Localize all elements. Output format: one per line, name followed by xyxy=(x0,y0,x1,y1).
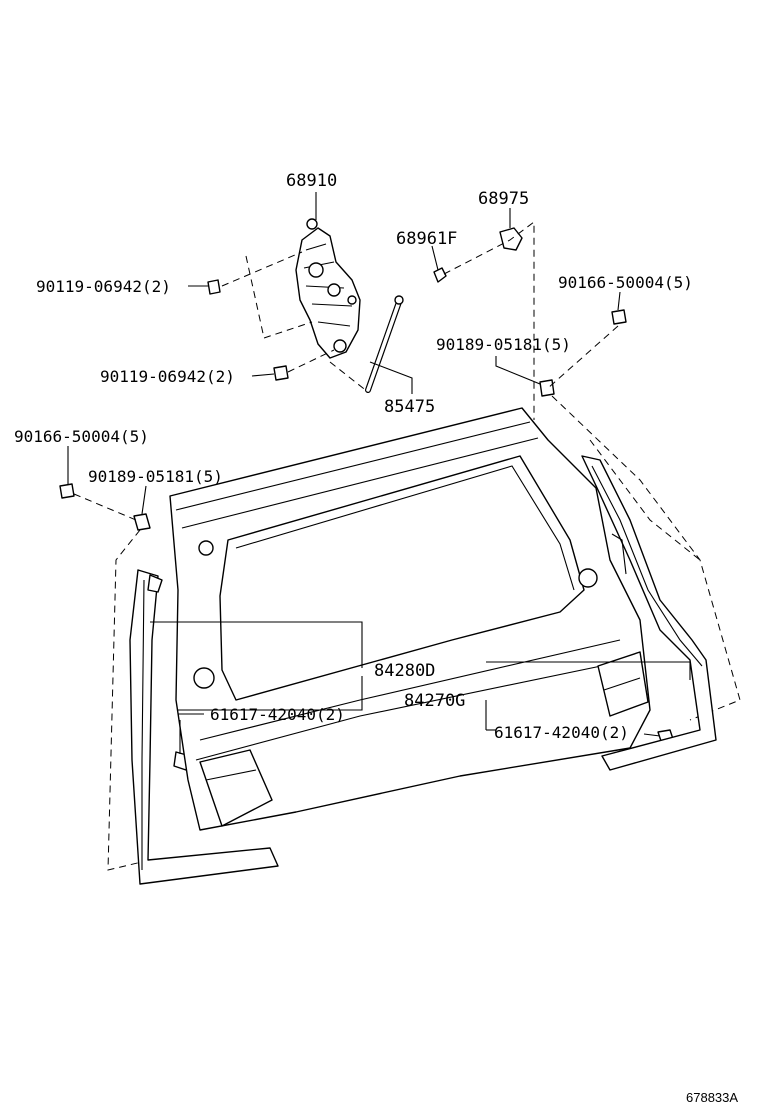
label-bolt-lower-left: 90119-06942(2) xyxy=(100,367,235,386)
label-clip-left: 90189-05181(5) xyxy=(88,467,223,486)
label-stay-bolt: 68961F xyxy=(396,229,457,249)
label-lock-assembly: 68910 xyxy=(286,171,337,191)
reference-code: 678833A xyxy=(686,1090,738,1105)
lock-assembly-68910 xyxy=(295,218,361,359)
strut-rod-85475 xyxy=(365,295,404,393)
label-trim-right: 84270G xyxy=(404,691,465,711)
side-trim-right-84280D xyxy=(581,455,717,771)
label-strut-rod: 85475 xyxy=(384,397,435,417)
label-fastener-left: 61617-42040(2) xyxy=(210,705,345,724)
label-damper-stay: 68975 xyxy=(478,189,529,209)
label-bolt-upper-left: 90119-06942(2) xyxy=(36,277,171,296)
label-screw-left: 90166-50004(5) xyxy=(14,427,149,446)
label-trim-left: 84280D xyxy=(374,661,435,681)
label-fastener-right: 61617-42040(2) xyxy=(494,723,629,742)
leader-lines xyxy=(67,192,691,754)
back-door-trim-84270G xyxy=(169,407,651,831)
label-screw-right: 90166-50004(5) xyxy=(558,273,693,292)
side-trim-left-84280D xyxy=(129,569,279,885)
assembly-dashed-lines xyxy=(73,221,741,871)
label-clip-right: 90189-05181(5) xyxy=(436,335,571,354)
